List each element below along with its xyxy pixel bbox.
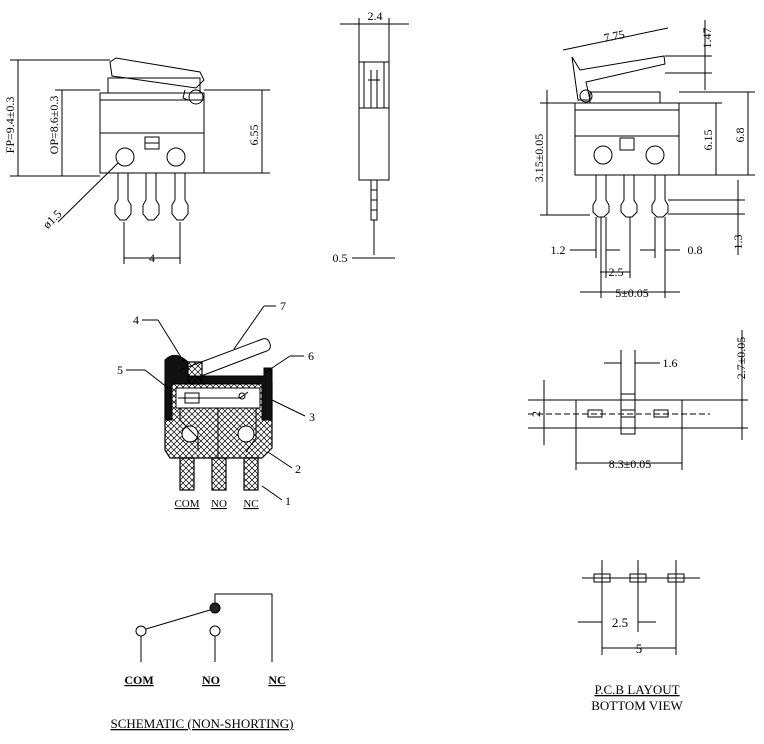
- pcb-5-dimension: 5: [636, 641, 643, 656]
- h-615-dimension: 6.15: [701, 130, 715, 151]
- schematic-nc-label: NC: [268, 673, 285, 687]
- pitch-25-dimension: 2.5: [609, 265, 624, 279]
- part-7-label: 7: [280, 299, 286, 313]
- schematic-no-label: NO: [202, 673, 220, 687]
- pitch-4-dimension: 4: [149, 251, 155, 265]
- terminal-nc-label: NC: [243, 498, 258, 510]
- pin-05-dimension: 0.5: [333, 251, 348, 265]
- h-68-dimension: 6.8: [733, 128, 747, 143]
- h-315-dimension: 3.15±0.05: [532, 134, 546, 183]
- lever: [109, 57, 205, 89]
- off-12-dimension: 1.2: [551, 243, 566, 257]
- hole-diameter-dimension: ø1.5: [40, 207, 65, 232]
- part-4-label: 4: [133, 313, 139, 327]
- pcb-title: P.C.B LAYOUT: [594, 682, 679, 697]
- schematic-com-label: COM: [124, 673, 153, 687]
- schematic: COM NO NC SCHEMATIC (NON-SHORTING): [110, 593, 294, 731]
- lever-147-dimension: 1.47: [700, 28, 714, 49]
- terminal-no-label: NO: [211, 498, 227, 510]
- mounting-hole: [115, 147, 135, 167]
- part-2-label: 2: [295, 462, 301, 476]
- width-24-dimension: 2.4: [368, 9, 383, 23]
- pcb-25-dimension: 2.5: [612, 615, 628, 630]
- w-16-dimension: 1.6: [663, 356, 678, 370]
- pcb-layout: 2.5 5 P.C.B LAYOUT BOTTOM VIEW: [578, 560, 700, 713]
- part-6-label: 6: [308, 349, 314, 363]
- section-pins: [179, 457, 259, 491]
- terminal-pins: [592, 175, 669, 218]
- terminal-pins: [114, 173, 189, 221]
- top-view: 1.6 2.7±0.05 2 8.3±0.05: [528, 330, 748, 471]
- pcb-subtitle: BOTTOM VIEW: [591, 698, 683, 713]
- pitch-5-dimension: 5±0.05: [615, 286, 649, 300]
- w-2-dimension: 2: [529, 411, 543, 417]
- mounting-hole: [166, 147, 186, 167]
- lever-roller: [188, 89, 204, 105]
- part-3-label: 3: [309, 410, 315, 424]
- off-08-dimension: 0.8: [688, 243, 703, 257]
- fp-dimension: FP=9.4±0.3: [3, 97, 17, 154]
- right-view: 7.75 1.47 3.15±0.05 6.15 6.8 1.3 1.2: [532, 20, 755, 300]
- part-1-label: 1: [285, 494, 291, 508]
- lever-775-dimension: 7.75: [602, 27, 625, 45]
- cross-section: COM NO NC 1 2 3 4 5 6 7: [117, 299, 315, 510]
- pin-13-dimension: 1.3: [731, 235, 745, 250]
- terminal-com-label: COM: [174, 498, 199, 510]
- front-view: FP=9.4±0.3 OP=8.6±0.3 6.55 ø1.5 4: [3, 57, 270, 265]
- height-655-dimension: 6.55: [247, 125, 261, 146]
- op-dimension: OP=8.6±0.3: [47, 96, 61, 155]
- side-view: 2.4 0.5: [333, 9, 409, 265]
- h-27-dimension: 2.7±0.05: [734, 337, 748, 380]
- part-5-label: 5: [117, 363, 123, 377]
- len-83-dimension: 8.3±0.05: [609, 457, 652, 471]
- schematic-title: SCHEMATIC (NON-SHORTING): [110, 716, 293, 731]
